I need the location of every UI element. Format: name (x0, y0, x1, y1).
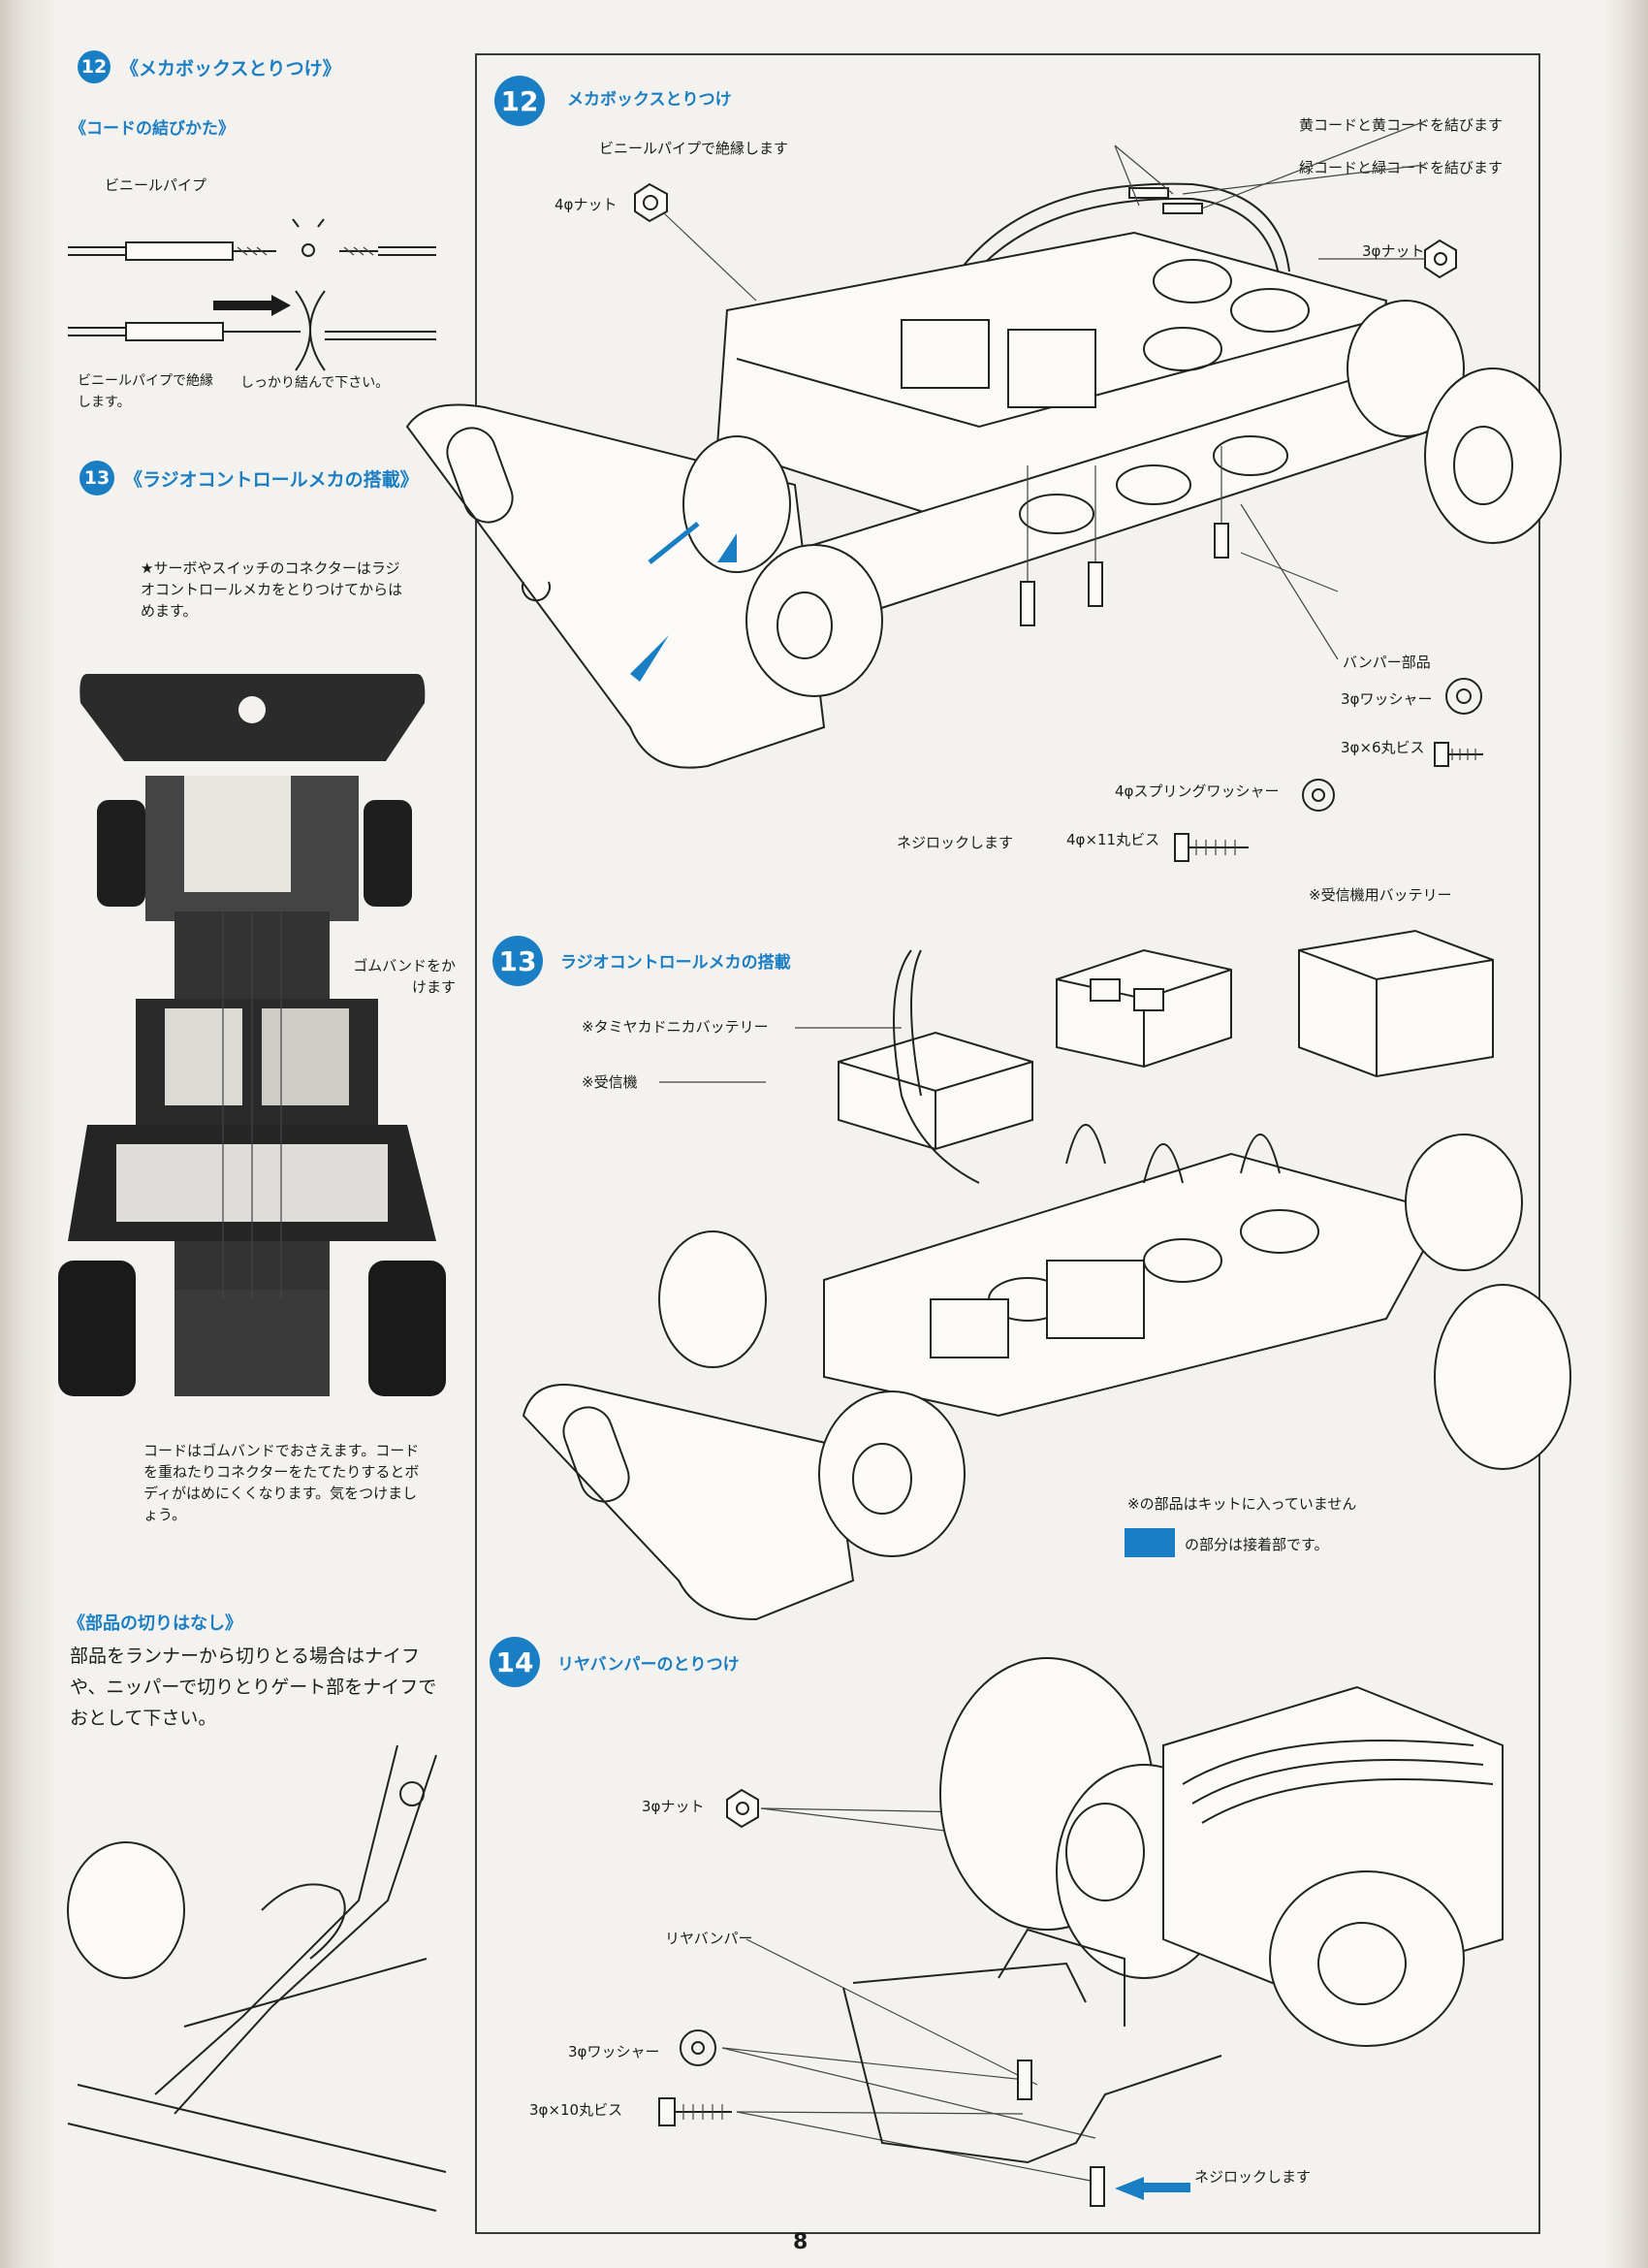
washer-3mm-label-14: 3φワッシャー (568, 2043, 660, 2060)
receiver-battery-label: ※受信機用バッテリー (1309, 886, 1452, 904)
tie-firmly-note: しっかり結んで下さい。 (240, 375, 390, 391)
parts-removal-text: 部品をランナーから切りとる場合はナイフや、ニッパーで切りとりゲート部をナイフでお… (70, 1645, 437, 1729)
chassis-photo (58, 674, 446, 1396)
cord-tying-subtitle: 《コードの結びかた》 (70, 119, 235, 139)
step-13-badge-left: 13 (79, 461, 114, 495)
glue-area-swatch (1125, 1528, 1175, 1557)
insulate-note: ビニールパイプで絶縁します。 (78, 373, 213, 410)
nut-3mm-label-14: 3φナット (642, 1798, 705, 1815)
step-13-badge-right: 13 (492, 936, 543, 986)
step-12-title-right: メカボックスとりつけ (567, 90, 732, 110)
page-right-edge (1604, 0, 1648, 2268)
step-12-diagram (405, 120, 1562, 862)
step-13-title-right: ラジオコントロールメカの搭載 (560, 953, 791, 973)
yellow-cord-label: 黄コードと黄コードを結びます (1299, 116, 1504, 134)
step-12-title-left: 《メカボックスとりつけ》 (120, 58, 341, 80)
parts-removal-title: 《部品の切りはなし》 (68, 1613, 242, 1634)
cord-note: コードはゴムバンドでおさえます。コードを重ねたりコネクターをたてたりするとボディ… (143, 1442, 420, 1523)
step-12-badge-left: 12 (78, 50, 111, 83)
nicad-battery-label: ※タミヤカドニカバッテリー (582, 1018, 769, 1036)
step-14-title-right: リヤバンパーのとりつけ (557, 1655, 740, 1675)
glue-area-note: の部分は接着部です。 (1185, 1536, 1329, 1553)
screw-lock-label: ネジロックします (897, 834, 1014, 851)
screw-lock-label-14: ネジロックします (1194, 2168, 1312, 2186)
step-12-badge-right: 12 (494, 76, 545, 126)
washer-3mm-label: 3φワッシャー (1341, 690, 1433, 708)
cord-tying-diagram (68, 218, 436, 371)
assembly-frame (475, 53, 1540, 2234)
vinyl-pipe-label: ビニールパイプ (105, 176, 207, 194)
step-14-badge-right: 14 (490, 1637, 540, 1687)
nut-4mm-label: 4φナット (555, 196, 618, 213)
connector-note: ★サーボやスイッチのコネクターはラジオコントロールメカをとりつけてからはめます。 (141, 559, 403, 620)
screw-3x10-label: 3φ×10丸ビス (529, 2101, 623, 2119)
page-number: 8 (793, 2230, 808, 2254)
screw-3x6-label: 3φ×6丸ビス (1341, 739, 1425, 756)
vinyl-insulate-label: ビニールパイプで絶縁します (599, 140, 789, 157)
receiver-label: ※受信機 (582, 1073, 638, 1091)
spring-washer-label: 4φスプリングワッシャー (1115, 783, 1280, 800)
not-included-note: ※の部品はキットに入っていません (1127, 1495, 1357, 1513)
step-13-diagram (522, 929, 1571, 1621)
step-13-title-left: 《ラジオコントロールメカの搭載》 (124, 469, 419, 491)
page-binding-edge (0, 0, 58, 2268)
rear-bumper-label: リヤバンパー (665, 1930, 753, 1947)
bumper-part-label: バンパー部品 (1343, 654, 1431, 671)
nut-3mm-label: 3φナット (1362, 242, 1425, 260)
step-14-diagram (658, 1657, 1504, 2207)
rubber-band-note: ゴムバンドをかけます (349, 955, 456, 998)
screw-4x11-label: 4φ×11丸ビス (1066, 831, 1160, 848)
nipper-illustration (67, 1744, 447, 2212)
